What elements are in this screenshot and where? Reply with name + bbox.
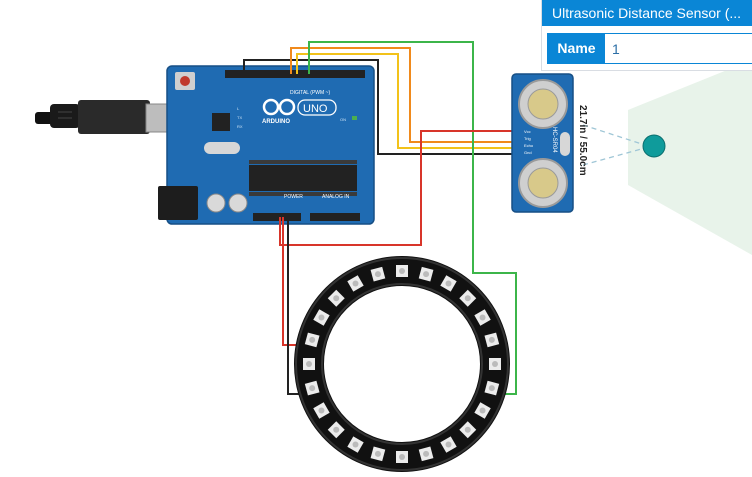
wires (243, 41, 517, 395)
neopixel-led-lens (445, 441, 452, 448)
neopixel-led-lens (352, 280, 359, 287)
wire-orange (290, 47, 513, 143)
wire-red (279, 130, 513, 246)
neopixel-led-lens (464, 426, 471, 433)
neopixel-led-lens (309, 385, 316, 392)
sensor-pin-label: Gnd (524, 150, 532, 155)
sensor-beam-line (582, 147, 646, 166)
sensor-pin-label: Trig (524, 136, 531, 141)
arduino-brand-label: ARDUINO (262, 119, 290, 125)
neopixel-led-lens (306, 361, 312, 367)
uno-label: UNO (303, 103, 328, 115)
neopixel-led-lens (445, 280, 452, 287)
atmega-socket (249, 192, 357, 196)
panel-title: Ultrasonic Distance Sensor (... (542, 0, 752, 26)
uno-badge (297, 99, 337, 116)
l-led-label: L (237, 106, 240, 111)
arduino-logo-icon (262, 98, 296, 116)
capacitor (206, 193, 226, 213)
sensor-pin-label: Vcc (524, 129, 531, 134)
neopixel-ring[interactable] (294, 256, 510, 472)
sensor-crystal (560, 132, 570, 156)
neopixel-led-group (303, 265, 501, 463)
neopixel-led-lens (488, 385, 495, 392)
neopixel-led-lens (492, 361, 498, 367)
sensor-pin-label: Echo (524, 143, 534, 148)
sensor-detection-cone (628, 60, 752, 255)
on-led-label: ON (340, 117, 346, 122)
arduino-uno-board[interactable]: DIGITAL (PWM ~) UNO ARDUINO ON TX RX L P… (158, 65, 375, 225)
atmega-chip (249, 165, 357, 191)
name-label: Name (548, 34, 605, 63)
power-header-label: POWER (284, 194, 303, 200)
neopixel-led-lens (423, 271, 430, 278)
smd-chip (212, 113, 230, 131)
neopixel-led-lens (479, 407, 486, 414)
neopixel-led-lens (374, 271, 381, 278)
neopixel-led-lens (333, 426, 340, 433)
distance-target-object[interactable] (642, 134, 666, 158)
wire-yellow (296, 53, 513, 149)
sensor-transducer-inner (527, 167, 559, 199)
neopixel-led-lens (423, 450, 430, 457)
usb-cable (35, 100, 179, 134)
properties-panel: Ultrasonic Distance Sensor (... Name (541, 0, 752, 71)
neopixel-led-lens (479, 314, 486, 321)
neopixel-led-lens (333, 295, 340, 302)
wire-black-digital (243, 59, 513, 155)
name-input[interactable] (608, 36, 752, 61)
digital-header-label: DIGITAL (PWM ~) (290, 90, 330, 96)
crystal (204, 142, 240, 154)
neopixel-led-lens (464, 295, 471, 302)
sensor-model-label: HC-SR04 (551, 127, 557, 153)
neopixel-led-lens (374, 450, 381, 457)
neopixel-led-lens (488, 336, 495, 343)
sensor-transducer-inner (527, 88, 559, 120)
analog-header (310, 213, 360, 221)
rx-led-label: RX (237, 124, 243, 129)
power-header (253, 213, 301, 221)
tx-led-label: TX (237, 115, 242, 120)
wire-green (308, 41, 517, 395)
neopixel-led-lens (309, 336, 316, 343)
atmega-socket (249, 160, 357, 164)
sensor-beam-line (582, 124, 646, 146)
neopixel-led-lens (352, 441, 359, 448)
neopixel-led-lens (399, 454, 405, 460)
distance-reading-label: 21.7in / 55.0cm (577, 105, 588, 176)
power-jack (158, 186, 198, 220)
ultrasonic-sensor[interactable]: Vcc Trig Echo Gnd HC-SR04 (511, 73, 574, 213)
on-led (352, 116, 357, 120)
neopixel-led-lens (318, 314, 325, 321)
analog-header-label: ANALOG IN (322, 194, 350, 200)
neopixel-led-lens (399, 268, 405, 274)
name-row: Name (547, 33, 752, 64)
neopixel-led-lens (318, 407, 325, 414)
digital-header (225, 70, 365, 78)
reset-button-cap (180, 76, 190, 86)
capacitor (228, 193, 248, 213)
